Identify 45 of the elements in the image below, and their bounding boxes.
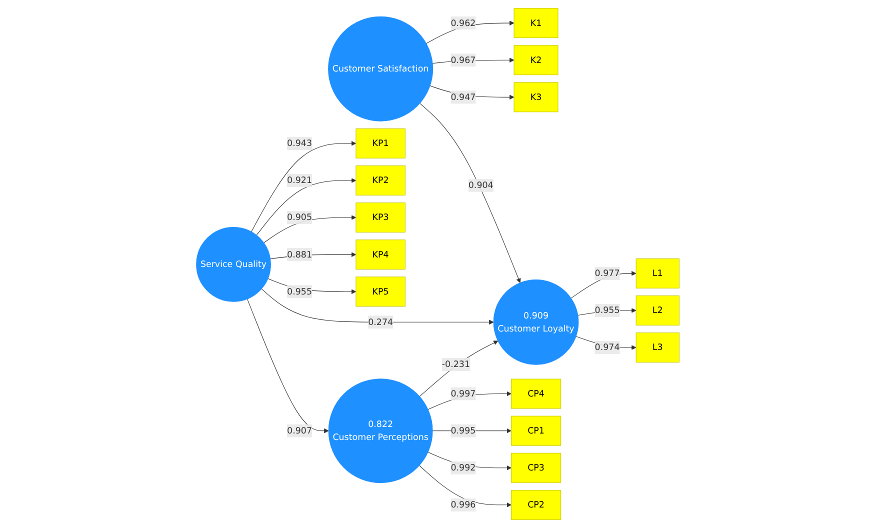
arrow — [261, 288, 494, 324]
node-box: L1 — [636, 258, 680, 288]
edge-label: 0.992 — [450, 462, 476, 472]
edge-label: 0.997 — [450, 388, 476, 398]
arrow — [420, 340, 498, 396]
node-box: L2 — [636, 294, 680, 325]
node-box: L3 — [636, 332, 680, 362]
edge-label: 0.962 — [450, 17, 476, 28]
edge-label: 0.274 — [368, 316, 394, 327]
node-box: KP4 — [356, 239, 406, 270]
edge-label: 0.947 — [450, 91, 476, 102]
edge-label: 0.943 — [287, 137, 312, 148]
arrow — [247, 298, 330, 433]
node-box: K3 — [514, 82, 558, 112]
edge-label: 0.907 — [287, 424, 312, 436]
node-box: K1 — [514, 8, 558, 38]
node-box: CP3 — [511, 452, 562, 482]
arrow — [251, 140, 356, 232]
edge-label: -0.231 — [442, 358, 470, 369]
edge-label: 0.881 — [287, 248, 312, 259]
node-box: CP1 — [511, 415, 562, 446]
node-box: KP3 — [356, 202, 406, 232]
arrow — [420, 102, 521, 283]
edge-label: 0.955 — [594, 304, 620, 315]
node-box: KP1 — [356, 128, 406, 158]
edge-label: 0.955 — [287, 286, 312, 296]
node-box: KP5 — [356, 276, 406, 306]
arrow — [256, 178, 356, 235]
node-box: K2 — [514, 44, 558, 75]
edge-label: 0.904 — [468, 179, 494, 190]
node-circle: 0.822 Customer Perceptions — [328, 378, 434, 483]
node-circle: 0.909 Customer Loyalty — [494, 278, 579, 364]
node-circle: Customer Satisfaction — [328, 16, 434, 121]
node-box: CP4 — [511, 378, 562, 408]
edge-label: 0.967 — [450, 54, 476, 65]
edge-label: 0.974 — [594, 342, 620, 352]
edge-label: 0.996 — [450, 498, 476, 510]
edge-label: 0.921 — [287, 174, 312, 185]
node-box: KP2 — [356, 164, 406, 195]
node-circle: Service Quality — [196, 226, 272, 302]
arrow — [419, 464, 512, 507]
edge-label: 0.905 — [287, 212, 312, 222]
edge-label: 0.977 — [594, 267, 620, 278]
node-box: CP2 — [511, 489, 562, 520]
edge-label: 0.995 — [450, 424, 476, 436]
